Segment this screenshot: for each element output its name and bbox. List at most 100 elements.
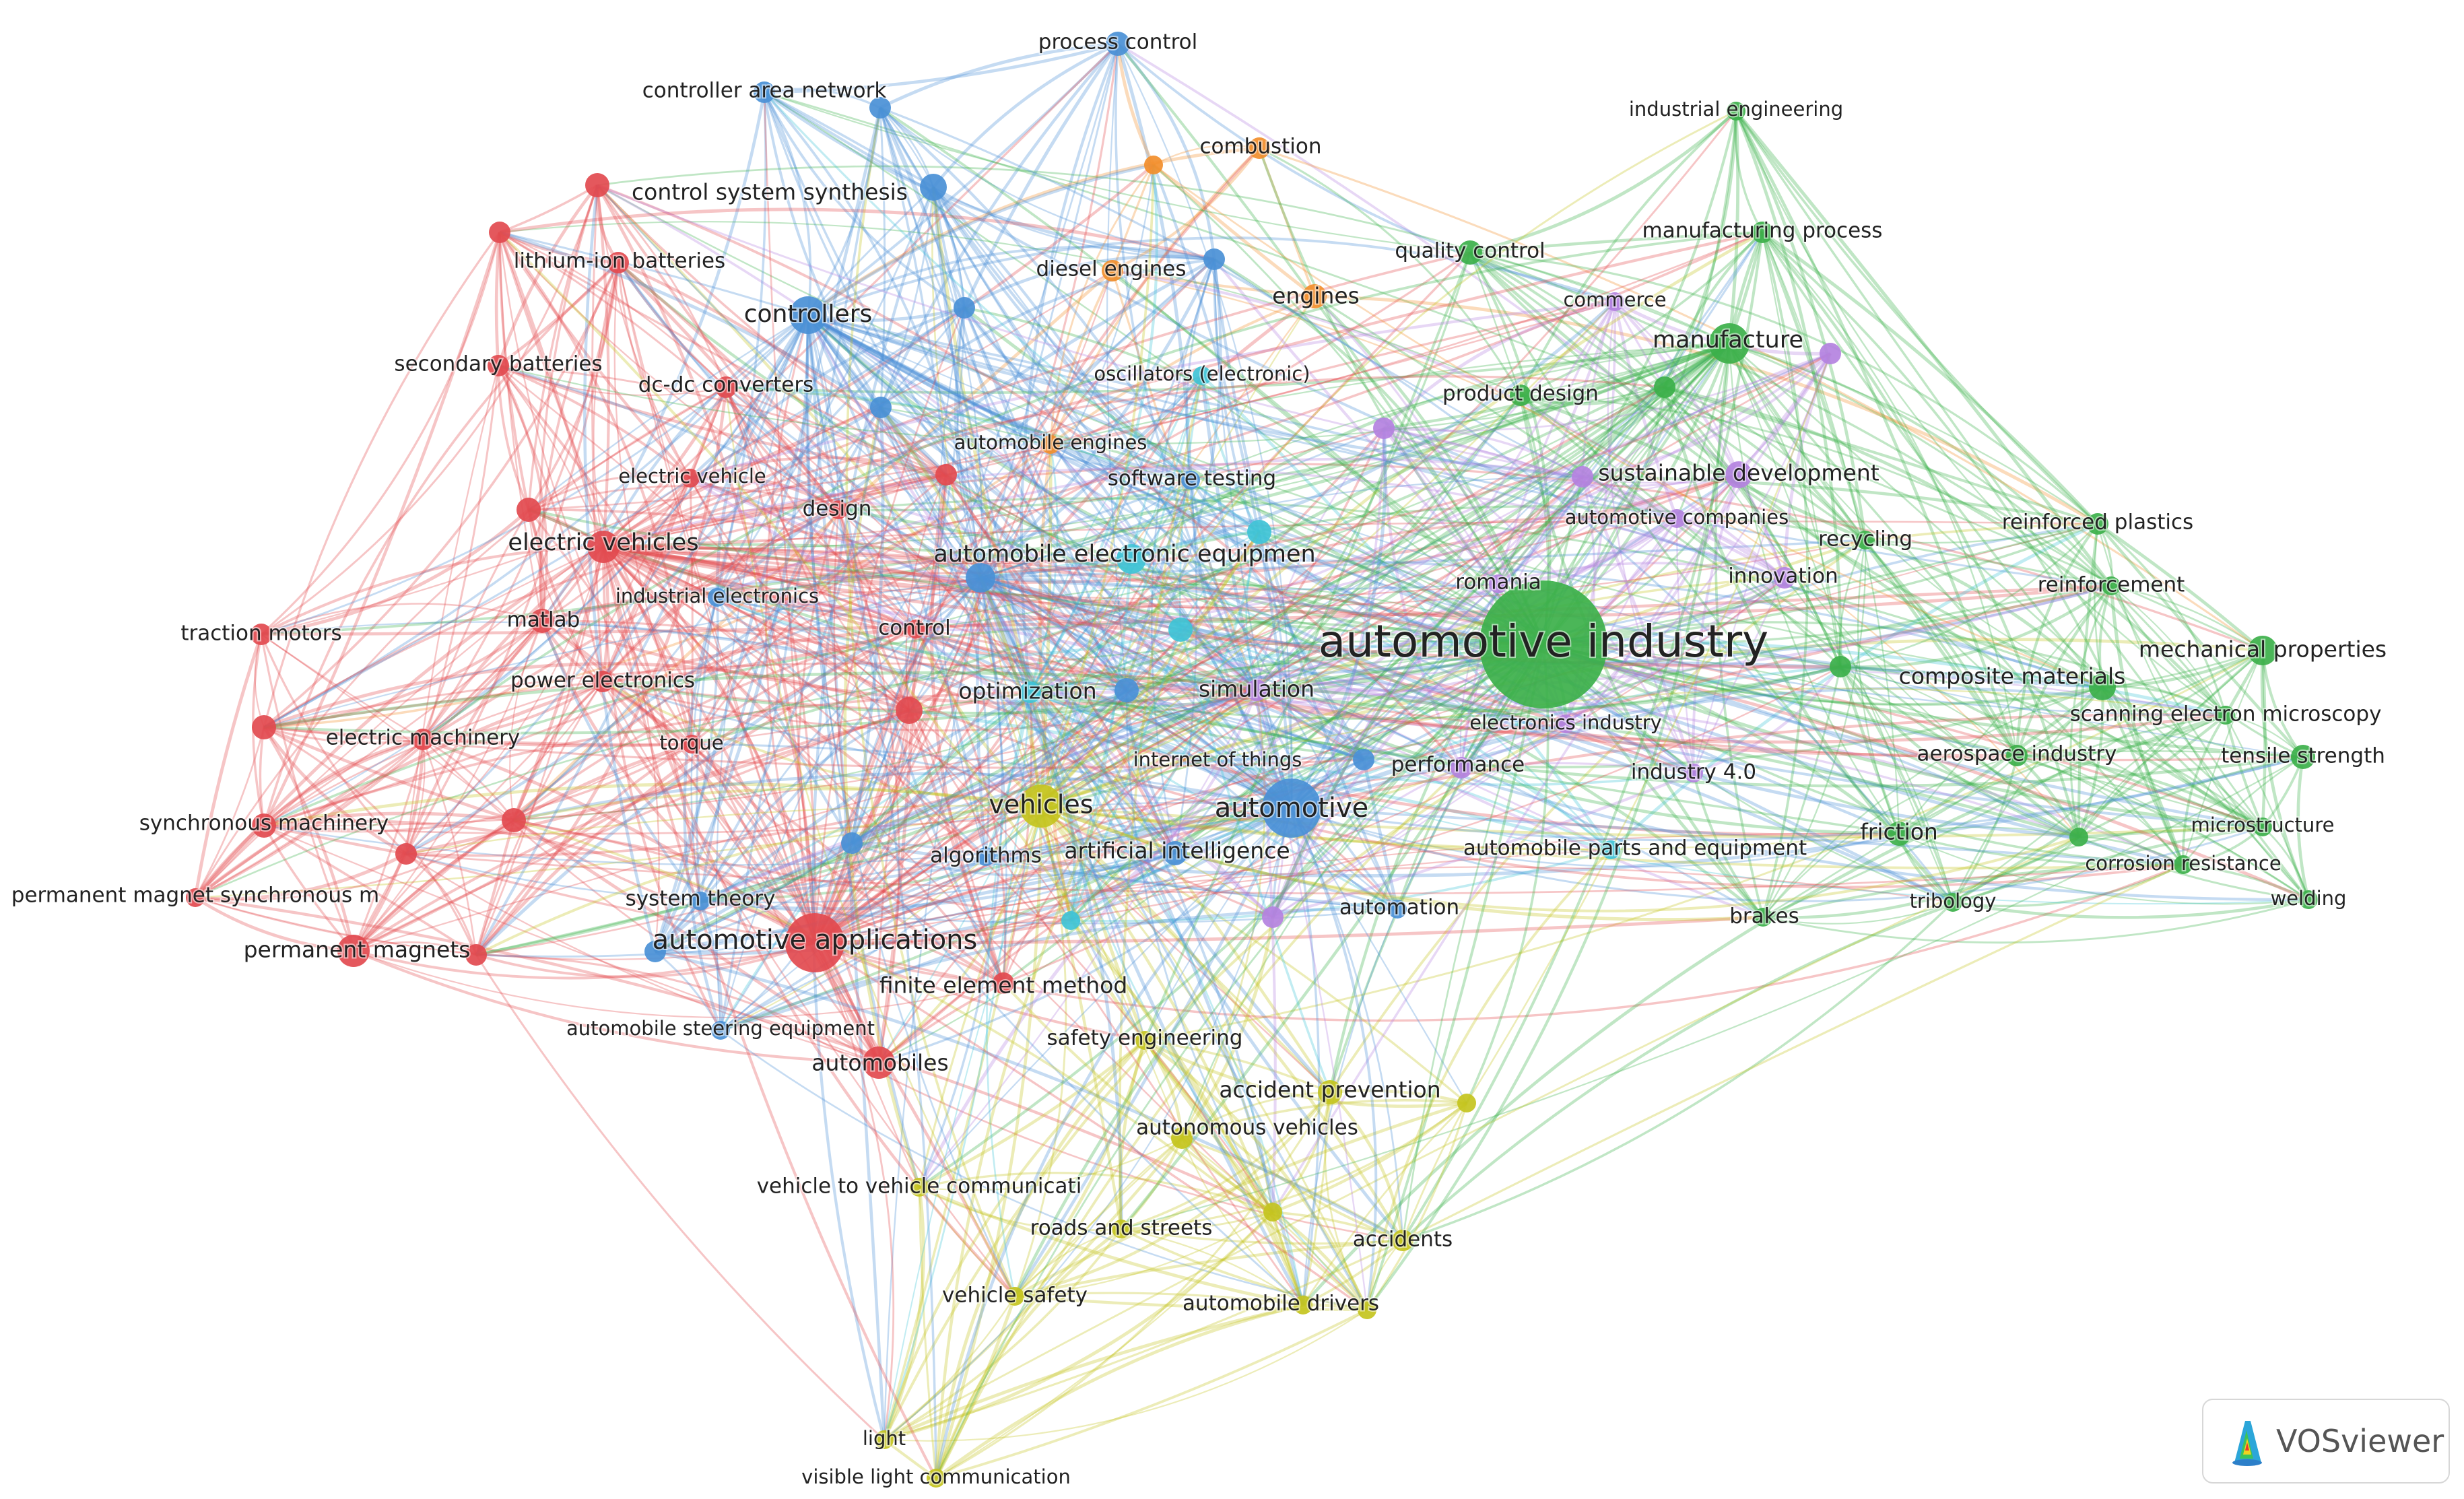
label-safety-engineering[interactable]: safety engineering xyxy=(1046,1025,1244,1052)
label-brakes[interactable]: brakes xyxy=(1728,903,1801,930)
label-matlab[interactable]: matlab xyxy=(506,607,582,634)
label-vehicles[interactable]: vehicles xyxy=(987,789,1094,821)
node-controller-area-network[interactable] xyxy=(754,81,775,103)
label-combustion[interactable]: combustion xyxy=(1198,133,1323,160)
node-torque[interactable] xyxy=(682,735,701,754)
node-u21[interactable] xyxy=(1061,911,1080,930)
node-u27[interactable] xyxy=(1830,656,1851,677)
node-mechanical-properties[interactable] xyxy=(2248,636,2277,665)
node-permanent-magnets[interactable] xyxy=(337,935,370,967)
node-u11[interactable] xyxy=(954,297,975,319)
label-product-design[interactable]: product design xyxy=(1441,380,1600,407)
node-u19[interactable] xyxy=(1247,520,1271,544)
label-permanent-magnets[interactable]: permanent magnets xyxy=(242,935,472,964)
label-automobile-parts-and-equipment[interactable]: automobile parts and equipment xyxy=(1462,835,1808,862)
node-aerospace-industry[interactable] xyxy=(2006,745,2028,766)
node-manufacturing-process[interactable] xyxy=(1752,222,1773,243)
node-u29[interactable] xyxy=(1263,1203,1282,1222)
label-industrial-engineering[interactable]: industrial engineering xyxy=(1628,96,1844,122)
node-sustainable-development[interactable] xyxy=(1725,461,1752,488)
label-automobile-steering-equipment[interactable]: automobile steering equipment xyxy=(565,1015,876,1041)
label-composite-materials[interactable]: composite materials xyxy=(1898,662,2127,691)
node-automobile-engines[interactable] xyxy=(1041,435,1060,454)
node-vehicles[interactable] xyxy=(1020,785,1063,828)
node-u10[interactable] xyxy=(869,97,891,119)
node-u13[interactable] xyxy=(870,397,892,418)
node-combustion[interactable] xyxy=(1248,137,1270,159)
node-accident-prevention[interactable] xyxy=(1318,1080,1342,1104)
label-internet-of-things[interactable]: internet of things xyxy=(1132,747,1304,772)
node-u5[interactable] xyxy=(896,697,923,724)
label-performance[interactable]: performance xyxy=(1390,752,1527,778)
node-scanning-electron-microscopy[interactable] xyxy=(2216,706,2235,725)
label-electric-machinery[interactable]: electric machinery xyxy=(325,725,522,752)
node-u14[interactable] xyxy=(1114,678,1139,702)
node-industrial-engineering[interactable] xyxy=(1727,102,1745,121)
node-secondary-batteries[interactable] xyxy=(488,355,509,376)
label-control[interactable]: control xyxy=(877,615,952,642)
label-electronics-industry[interactable]: electronics industry xyxy=(1468,710,1663,735)
node-vehicle-safety[interactable] xyxy=(1005,1287,1024,1306)
label-accident-prevention[interactable]: accident prevention xyxy=(1218,1075,1442,1104)
node-performance[interactable] xyxy=(1451,757,1472,778)
node-automobile-steering-equipment[interactable] xyxy=(711,1021,730,1040)
node-controllers[interactable] xyxy=(789,296,827,334)
node-brakes[interactable] xyxy=(1754,908,1772,927)
node-electric-machinery[interactable] xyxy=(412,729,434,750)
label-quality-control[interactable]: quality control xyxy=(1393,238,1546,265)
label-system-theory[interactable]: system theory xyxy=(624,886,777,912)
node-vehicle-to-vehicle-communicati[interactable] xyxy=(910,1178,929,1197)
label-software-testing[interactable]: software testing xyxy=(1106,465,1277,492)
label-automotive[interactable]: automotive xyxy=(1213,791,1370,825)
node-tensile-strength[interactable] xyxy=(2291,745,2315,769)
node-accidents[interactable] xyxy=(1392,1230,1413,1251)
node-innovation[interactable] xyxy=(1774,567,1795,589)
node-electric-vehicle[interactable] xyxy=(681,469,700,488)
label-algorithms[interactable]: algorithms xyxy=(929,842,1043,869)
node-software-testing[interactable] xyxy=(1181,471,1200,490)
node-light[interactable] xyxy=(875,1430,894,1449)
label-design[interactable]: design xyxy=(801,496,873,523)
label-secondary-batteries[interactable]: secondary batteries xyxy=(393,351,603,378)
node-commerce[interactable] xyxy=(1605,292,1624,311)
node-power-electronics[interactable] xyxy=(592,671,613,692)
node-product-design[interactable] xyxy=(1510,385,1531,406)
node-roads-and-streets[interactable] xyxy=(1112,1220,1131,1238)
node-finite-element-method[interactable] xyxy=(993,972,1014,994)
node-manufacture[interactable] xyxy=(1709,323,1750,364)
node-u26[interactable] xyxy=(1654,376,1675,398)
node-diesel-engines[interactable] xyxy=(1102,260,1123,281)
label-traction-motors[interactable]: traction motors xyxy=(179,620,343,647)
node-automotive-industry[interactable] xyxy=(1479,580,1607,708)
node-u8[interactable] xyxy=(465,944,487,966)
label-corrosion-resistance[interactable]: corrosion resistance xyxy=(2084,851,2282,876)
label-power-electronics[interactable]: power electronics xyxy=(509,667,696,694)
node-automotive-applications[interactable] xyxy=(785,913,844,972)
node-oscillators-electronic[interactable] xyxy=(1193,366,1211,385)
node-automobile-drivers[interactable] xyxy=(1294,1296,1312,1314)
node-microstructure[interactable] xyxy=(2253,818,2272,836)
label-aerospace-industry[interactable]: aerospace industry xyxy=(1916,741,2119,768)
label-oscillators-electronic[interactable]: oscillators (electronic) xyxy=(1092,361,1311,387)
label-recycling[interactable]: recycling xyxy=(1817,526,1914,553)
node-u18[interactable] xyxy=(1117,544,1146,574)
label-scanning-electron-microscopy[interactable]: scanning electron microscopy xyxy=(2069,701,2383,728)
node-u7[interactable] xyxy=(395,843,417,865)
label-dc-dc-converters[interactable]: dc-dc converters xyxy=(637,372,815,399)
node-u31[interactable] xyxy=(1358,1300,1376,1319)
node-u3[interactable] xyxy=(517,498,541,522)
node-industrial-electronics[interactable] xyxy=(708,588,727,607)
label-control-system-synthesis[interactable]: control system synthesis xyxy=(630,178,909,207)
node-u4[interactable] xyxy=(935,464,957,486)
node-automobile-parts-and-equipment[interactable] xyxy=(1601,840,1620,859)
label-electric-vehicle[interactable]: electric vehicle xyxy=(617,463,767,489)
node-industry-4-0[interactable] xyxy=(1684,764,1703,782)
label-automotive-companies[interactable]: automotive companies xyxy=(1564,504,1790,530)
node-u9[interactable] xyxy=(252,715,276,739)
node-romania[interactable] xyxy=(1489,574,1508,593)
label-torque[interactable]: torque xyxy=(658,730,725,756)
label-automation[interactable]: automation xyxy=(1338,894,1461,921)
node-automobile-electronic-equipmen[interactable] xyxy=(966,563,995,593)
node-reinforced-plastics[interactable] xyxy=(2087,513,2108,535)
label-synchronous-machinery[interactable]: synchronous machinery xyxy=(138,810,390,837)
